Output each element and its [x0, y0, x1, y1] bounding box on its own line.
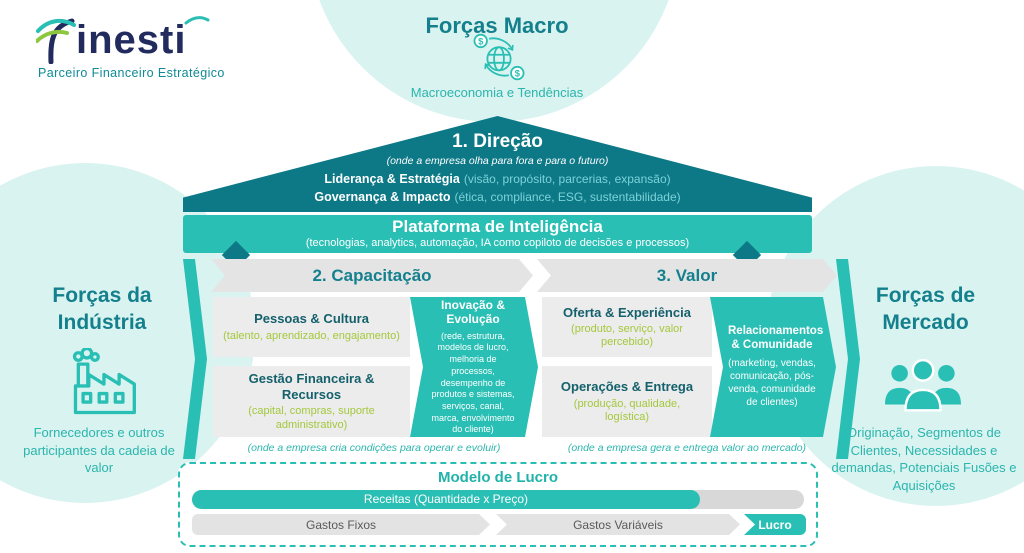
direcao-line-governanca: Governança & Impacto(ética, compliance, …: [183, 190, 812, 204]
inovacao-evolucao-title: Inovação & Evolução: [440, 298, 506, 327]
logo-wordmark: inesti: [76, 18, 187, 62]
capacitacao-header: 2. Capacitação: [211, 259, 533, 292]
relacionamentos-detail: (marketing, vendas, comunicação, pós-ven…: [728, 357, 816, 408]
dollar-symbol-bottom: $: [515, 68, 521, 78]
valor-header: 3. Valor: [537, 259, 837, 292]
lideranca-label: Liderança & Estratégia: [324, 172, 460, 186]
receitas-track: Receitas (Quantidade x Preço): [192, 490, 804, 509]
valor-title: 3. Valor: [656, 265, 718, 285]
dollar-symbol-top: $: [478, 36, 484, 46]
logo: inesti Parceiro Financeiro Estratégico: [35, 12, 266, 82]
market-forces-title: Forças de Mercado: [875, 284, 976, 334]
lucro-label: Lucro: [758, 517, 792, 532]
oferta-experiencia-detail: (produto, serviço, valor percebido): [571, 323, 683, 349]
logo-tagline: Parceiro Financeiro Estratégico: [38, 66, 225, 80]
governanca-detail: (ética, compliance, ESG, sustentabilidad…: [454, 190, 681, 204]
plataforma-title: Plataforma de Inteligência: [392, 217, 603, 236]
receitas-bar: Receitas (Quantidade x Preço): [192, 490, 700, 509]
plataforma-band: Plataforma de Inteligência (tecnologias,…: [183, 215, 812, 253]
oferta-experiencia-box: Oferta & Experiência (produto, serviço, …: [542, 297, 712, 357]
macro-forces-title: Forças Macro: [425, 13, 569, 38]
governanca-label: Governança & Impacto: [314, 190, 451, 204]
lucro-arrow: Lucro: [744, 514, 806, 535]
pessoas-cultura-box: Pessoas & Cultura (talento, aprendizado,…: [213, 297, 410, 357]
pessoas-cultura-title: Pessoas & Cultura: [254, 311, 369, 327]
gestao-financeira-title: Gestão Financeira & Recursos: [248, 371, 375, 402]
globe-dollar-cycle-icon: $ $: [468, 32, 530, 87]
direcao-line-lideranca: Liderança & Estratégia(visão, propósito,…: [183, 172, 812, 186]
oferta-experiencia-title: Oferta & Experiência: [563, 304, 691, 320]
valor-caption: (onde a empresa gera e entrega valor ao …: [567, 442, 807, 454]
gastos-variaveis-label: Gastos Variáveis: [573, 517, 663, 532]
people-group-icon: [880, 346, 966, 427]
plataforma-subtitle: (tecnologias, analytics, automação, IA c…: [305, 237, 690, 249]
operacoes-entrega-title: Operações & Entrega: [560, 379, 694, 395]
direcao-subtitle: (onde a empresa olha para fora e para o …: [386, 155, 609, 167]
capacitacao-title: 2. Capacitação: [312, 265, 432, 285]
macro-forces-caption: Macroeconomia e Tendências: [410, 85, 584, 100]
relacionamentos-title: Relacionamentos & Comunidade: [728, 325, 824, 351]
market-forces-caption: Originação, Segmentos de Clientes, Neces…: [831, 425, 1017, 493]
inovacao-evolucao-detail: (rede, estrutura, modelos de lucro, melh…: [431, 330, 515, 435]
logo-f-swoosh-icon: [35, 16, 76, 69]
industry-forces-title: Forças da Indústria: [52, 284, 152, 334]
gastos-fixos-arrow: Gastos Fixos: [192, 514, 490, 535]
gastos-fixos-label: Gastos Fixos: [305, 517, 377, 532]
lideranca-detail: (visão, propósito, parcerias, expansão): [463, 172, 671, 186]
industry-forces-caption: Fornecedores e outros participantes da c…: [23, 425, 175, 476]
operacoes-entrega-box: Operações & Entrega (produção, qualidade…: [542, 366, 712, 437]
logo-accent-swoosh-icon: [184, 12, 210, 30]
relacionamentos-comunidade-arrow: Relacionamentos & Comunidade (marketing,…: [710, 297, 836, 437]
receitas-label: Receitas (Quantidade x Preço): [363, 492, 529, 506]
modelo-de-lucro-title: Modelo de Lucro: [438, 469, 558, 486]
capacitacao-caption: (onde a empresa cria condições para oper…: [247, 442, 501, 454]
modelo-de-lucro-panel: Modelo de Lucro Receitas (Quantidade x P…: [178, 462, 818, 547]
factory-icon: [58, 346, 148, 427]
gestao-financeira-box: Gestão Financeira & Recursos (capital, c…: [213, 366, 410, 437]
pessoas-cultura-detail: (talento, aprendizado, engajamento): [223, 329, 400, 342]
inovacao-evolucao-arrow: Inovação & Evolução (rede, estrutura, mo…: [410, 297, 538, 437]
operacoes-entrega-detail: (produção, qualidade, logística): [573, 397, 681, 423]
gestao-financeira-detail: (capital, compras, suporte administrativ…: [248, 405, 375, 431]
gastos-variaveis-arrow: Gastos Variáveis: [496, 514, 740, 535]
direcao-roof: 1. Direção (onde a empresa olha para for…: [183, 116, 812, 212]
direcao-title: 1. Direção: [452, 131, 543, 152]
